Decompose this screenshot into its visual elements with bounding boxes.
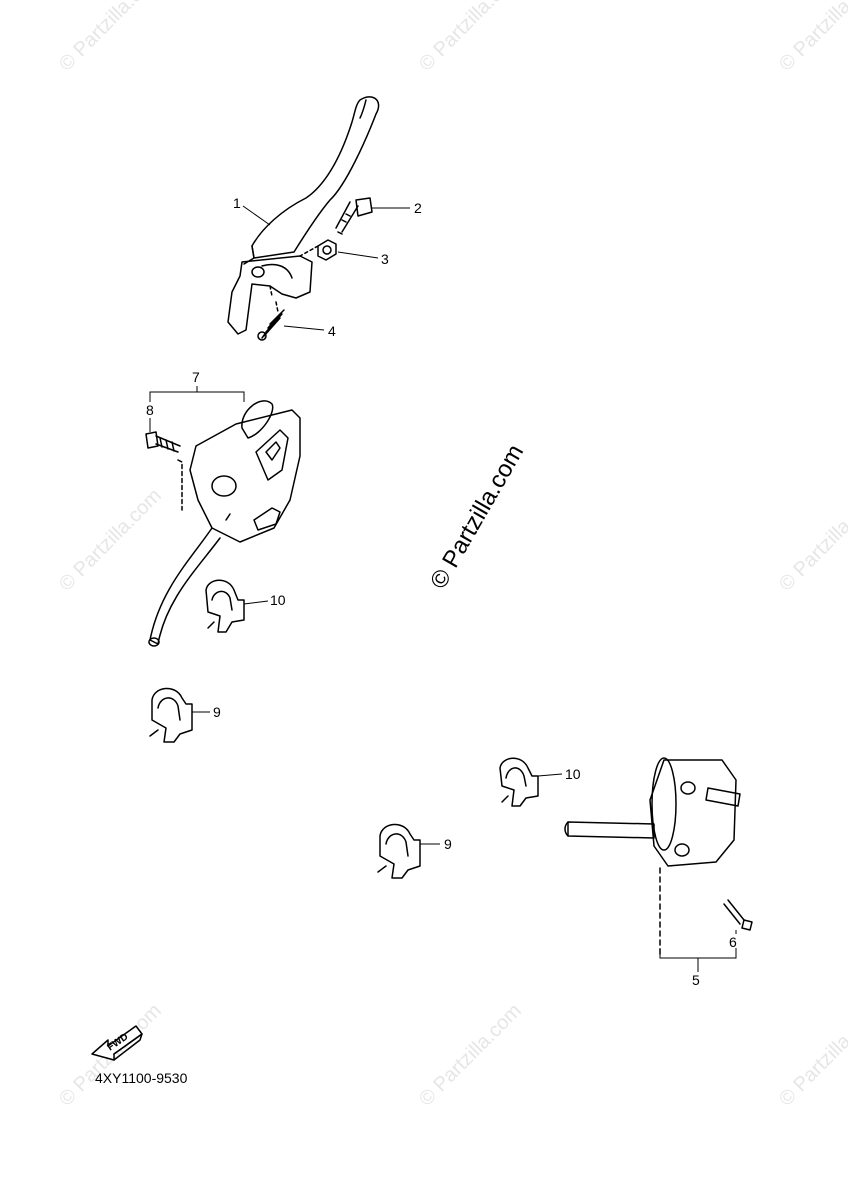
clamp-9-left xyxy=(149,687,193,743)
callout-6: 6 xyxy=(729,934,737,950)
callout-3: 3 xyxy=(381,251,389,267)
left-switch-housing xyxy=(148,400,301,647)
callout-1: 1 xyxy=(233,195,241,211)
callout-10-right: 10 xyxy=(565,766,581,782)
diagram-code: 4XY1100-9530 xyxy=(95,1070,188,1086)
callout-7: 7 xyxy=(192,369,200,385)
clamp-9-right xyxy=(377,823,421,879)
callout-8: 8 xyxy=(146,402,154,418)
callout-10-left: 10 xyxy=(270,592,286,608)
clamp-10-left xyxy=(205,579,245,633)
bolt xyxy=(335,197,373,235)
fwd-arrow xyxy=(91,1025,143,1061)
callout-2: 2 xyxy=(414,200,422,216)
spring xyxy=(257,301,285,341)
brake-lever xyxy=(227,96,380,335)
nut xyxy=(299,239,337,261)
right-switch-housing xyxy=(564,757,741,956)
clamp-10-right xyxy=(499,757,539,807)
callout-9-left: 9 xyxy=(213,704,221,720)
callout-5: 5 xyxy=(692,972,700,988)
callout-9-right: 9 xyxy=(444,836,452,852)
screw-left xyxy=(145,431,181,453)
screw-right xyxy=(723,899,753,931)
callout-4: 4 xyxy=(328,323,336,339)
